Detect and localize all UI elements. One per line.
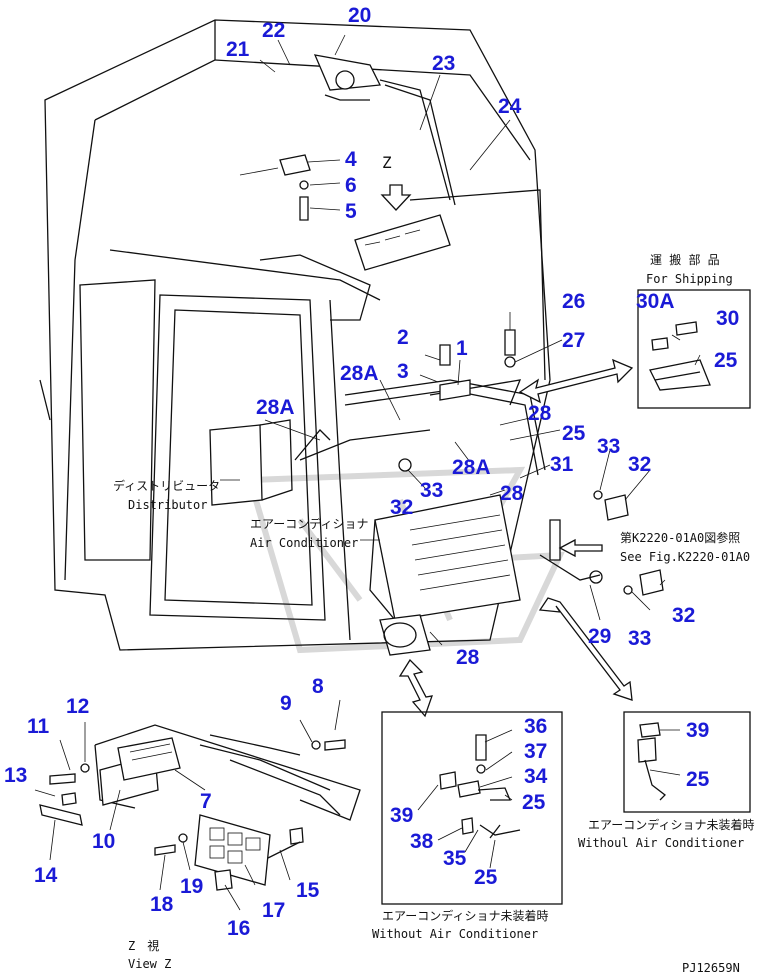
part-39-center-box: 39 bbox=[390, 804, 413, 827]
view-z-label-jp: Z 視 bbox=[128, 938, 159, 953]
part-35: 35 bbox=[443, 847, 467, 870]
part-24: 24 bbox=[498, 95, 522, 118]
figure-id: PJ12659N bbox=[682, 961, 740, 975]
part-28A-left: 28A bbox=[256, 396, 295, 419]
part-33-center: 33 bbox=[420, 479, 443, 502]
part-22: 22 bbox=[262, 19, 285, 42]
part-1: 1 bbox=[456, 337, 468, 360]
part-36: 36 bbox=[524, 715, 547, 738]
part-32-upper: 32 bbox=[628, 453, 651, 476]
part-14: 14 bbox=[34, 864, 58, 887]
part-26: 26 bbox=[562, 290, 585, 313]
shipping-label-en: For Shipping bbox=[646, 272, 733, 286]
leader-lines bbox=[34, 34, 701, 911]
part-31: 31 bbox=[550, 453, 574, 476]
aircon-label-en: Air Conditioner bbox=[250, 536, 358, 550]
part-34: 34 bbox=[524, 765, 548, 788]
part-2: 2 bbox=[397, 326, 409, 349]
text-labels: Z 運 搬 部 品 For Shipping ディストリビュータ Distrib… bbox=[113, 153, 754, 975]
part-32-lower: 32 bbox=[672, 604, 695, 627]
cab-structure bbox=[39, 19, 664, 718]
part-numbers: 1 2 3 4 5 6 7 8 9 10 11 12 13 14 15 16 1… bbox=[4, 4, 739, 940]
see-fig-label-en: See Fig.K2220-01A0 bbox=[620, 550, 750, 564]
part-30: 30 bbox=[716, 307, 739, 330]
shipping-box bbox=[637, 289, 751, 409]
part-18: 18 bbox=[150, 893, 174, 916]
part-13: 13 bbox=[4, 764, 27, 787]
part-17: 17 bbox=[262, 899, 285, 922]
shipping-label-jp: 運 搬 部 品 bbox=[650, 252, 720, 267]
without-ac-center-en: Without Air Conditioner bbox=[372, 927, 538, 941]
part-8: 8 bbox=[312, 675, 324, 698]
part-25-center-box-lower: 25 bbox=[474, 866, 498, 889]
without-ac-box-right bbox=[623, 711, 751, 813]
part-28-lower: 28 bbox=[456, 646, 480, 669]
part-28-upper: 28 bbox=[528, 402, 552, 425]
part-11: 11 bbox=[27, 715, 50, 738]
part-25-right-box: 25 bbox=[686, 768, 710, 791]
part-33-lower: 33 bbox=[628, 627, 651, 650]
part-28A-center: 28A bbox=[452, 456, 491, 479]
part-7: 7 bbox=[200, 790, 212, 813]
view-z-label-en: View Z bbox=[128, 957, 171, 971]
part-16: 16 bbox=[227, 917, 250, 940]
part-10: 10 bbox=[92, 830, 115, 853]
part-21: 21 bbox=[226, 38, 250, 61]
part-38: 38 bbox=[410, 830, 434, 853]
z-mark: Z bbox=[382, 153, 392, 172]
part-28A-top: 28A bbox=[340, 362, 379, 385]
view-z-detail bbox=[39, 724, 361, 891]
part-23: 23 bbox=[432, 52, 455, 75]
part-32-center: 32 bbox=[390, 496, 413, 519]
part-25-center-box: 25 bbox=[522, 791, 546, 814]
distributor-label-en: Distributor bbox=[128, 498, 207, 512]
part-33-upper: 33 bbox=[597, 435, 620, 458]
without-ac-center-jp: エアーコンディショナ未装着時 bbox=[382, 908, 548, 923]
part-28-middle: 28 bbox=[500, 482, 524, 505]
part-39-right-box: 39 bbox=[686, 719, 709, 742]
aircon-label-jp: エアーコンディショナ bbox=[250, 516, 368, 531]
part-30A: 30A bbox=[636, 290, 675, 313]
part-25-main: 25 bbox=[562, 422, 586, 445]
part-37: 37 bbox=[524, 740, 547, 763]
without-ac-box-center bbox=[381, 711, 563, 905]
part-25-shipping: 25 bbox=[714, 349, 738, 372]
part-20: 20 bbox=[348, 4, 371, 27]
part-4: 4 bbox=[345, 148, 357, 171]
part-29: 29 bbox=[588, 625, 611, 648]
part-3: 3 bbox=[397, 360, 409, 383]
without-ac-right-en: Withoul Air Conditioner bbox=[578, 836, 744, 850]
without-ac-right-jp: エアーコンディショナ未装着時 bbox=[588, 817, 754, 832]
see-fig-label-jp: 第K2220-01A0図参照 bbox=[620, 530, 740, 545]
part-15: 15 bbox=[296, 879, 320, 902]
part-27: 27 bbox=[562, 329, 585, 352]
part-12: 12 bbox=[66, 695, 89, 718]
part-6: 6 bbox=[345, 174, 357, 197]
part-19: 19 bbox=[180, 875, 203, 898]
distributor-label-jp: ディストリビュータ bbox=[113, 478, 220, 493]
part-9: 9 bbox=[280, 692, 292, 715]
part-5: 5 bbox=[345, 200, 357, 223]
